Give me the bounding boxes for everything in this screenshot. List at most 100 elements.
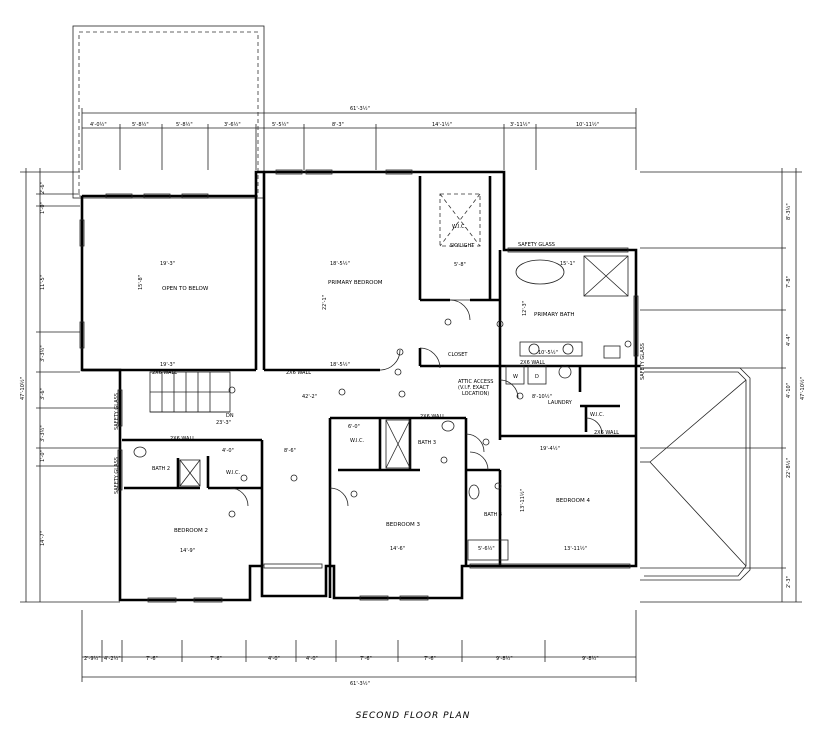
- label-wic-b2: W.I.C.: [226, 470, 241, 476]
- dim-b4-top: 19'-4½": [540, 445, 560, 452]
- dim-bottom-10: 9'-8½": [582, 655, 599, 662]
- dim-bottom-7: 7'-6": [360, 656, 372, 662]
- dim-bottom-6: 4'-0": [306, 656, 318, 662]
- label-wic-primary: W.I.C.: [452, 224, 467, 230]
- dim-top-9: 10'-11½": [576, 121, 599, 128]
- dim-bottom-5: 4'-0": [268, 656, 280, 662]
- dim-stair: 23'-3": [216, 420, 231, 426]
- dim-otb-width: 19'-3": [160, 261, 175, 267]
- label-wall-note-5: 2X6 WALL: [170, 436, 195, 442]
- dim-top-5: 5'-5½": [272, 121, 289, 128]
- exterior-walls: [80, 170, 638, 602]
- dim-right-2: 7'-8": [786, 276, 792, 288]
- dim-pb-width: 18'-5½": [330, 260, 350, 267]
- dim-bottom-3: 7'-6": [146, 656, 158, 662]
- doors: [229, 299, 603, 507]
- label-wic-b3: W.I.C.: [350, 438, 365, 444]
- label-bath-2: BATH 2: [152, 466, 170, 472]
- dim-right-4: 4'-10": [786, 383, 792, 398]
- label-bedroom-4: BEDROOM 4: [556, 498, 590, 504]
- dim-b2wic: 4'-0": [222, 448, 234, 454]
- label-wall-note-1: 2X6 WALL: [152, 370, 177, 376]
- front-canopy: [72, 25, 265, 199]
- dim-b4-small: 5'-6½": [478, 545, 495, 552]
- dimension-lines: [20, 108, 802, 682]
- dim-ch: 8'-6": [284, 448, 296, 454]
- label-wall-note-4: 2X6 WALL: [520, 360, 545, 366]
- label-down: DN: [226, 413, 234, 419]
- dim-right-6: 2'-3": [786, 576, 792, 588]
- plan-title: SECOND FLOOR PLAN: [355, 711, 471, 721]
- label-primary-bath: PRIMARY BATH: [534, 312, 574, 318]
- staircase: [149, 371, 231, 413]
- dim-top-2: 5'-8½": [132, 121, 149, 128]
- dim-top-6: 8'-3": [332, 122, 344, 128]
- dim-bottom-2: 4'-2½": [104, 655, 121, 662]
- dim-top-4: 3'-6½": [224, 121, 241, 128]
- dim-closet: 10'-5½": [538, 349, 558, 356]
- label-wall-note-6: 2X6 WALL: [594, 430, 619, 436]
- label-safety-glass-right: SAFETY GLASS: [640, 343, 646, 380]
- dim-left-1: 2'-6": [40, 182, 46, 194]
- label-open-to-below: OPEN TO BELOW: [162, 286, 209, 292]
- label-wic-laundry: W.I.C.: [590, 412, 605, 418]
- label-bath-4: BATH 4: [484, 512, 502, 518]
- dim-overall-top: 61'-3½": [350, 105, 370, 112]
- dim-b3wic: 6'-0": [348, 424, 360, 430]
- dim-top-3: 5'-8½": [176, 121, 193, 128]
- dim-left-3: 11'-5": [40, 275, 46, 290]
- interior-walls: [122, 172, 640, 598]
- dim-bottom-8: 7'-6": [424, 656, 436, 662]
- dim-bottom-1: 2'-9½": [84, 655, 101, 662]
- label-wall-note-2: 2X6 WALL: [286, 370, 311, 376]
- dim-b4-height: 13'-11½": [519, 489, 526, 512]
- label-dryer: D: [535, 374, 539, 380]
- dim-left-7: 1'-0": [40, 450, 46, 462]
- label-wall-note-3: 2X6 WALL: [420, 414, 445, 420]
- windows: [79, 169, 639, 603]
- dim-overall-left: 47'-10½": [19, 377, 26, 400]
- dim-otb-width-2: 19'-3": [160, 362, 175, 368]
- dim-pb-height: 22'-1": [322, 295, 328, 310]
- dim-left-6: 3'-3½": [39, 425, 46, 442]
- label-bedroom-2: BEDROOM 2: [174, 528, 208, 534]
- dim-left-4: 3'-3½": [39, 345, 46, 362]
- label-attic-note2: LOCATION): [462, 391, 489, 397]
- dim-b2-width: 14'-9": [180, 548, 195, 554]
- dim-left-2: 1'-0": [40, 202, 46, 214]
- label-safety-glass-top: SAFETY GLASS: [518, 242, 555, 248]
- dim-overall-bottom: 61'-3½": [350, 680, 370, 687]
- dim-right-3: 4'-4": [786, 334, 792, 346]
- dim-bottom-9: 9'-8½": [496, 655, 513, 662]
- label-primary-bedroom: PRIMARY BEDROOM: [328, 280, 383, 286]
- dim-overall-right: 47'-10½": [799, 377, 806, 400]
- label-closet: CLOSET: [448, 352, 468, 358]
- fixtures: [133, 193, 629, 561]
- dim-bath-height: 12'-3": [522, 301, 528, 316]
- dim-top-1: 4'-0½": [90, 121, 107, 128]
- roof-outline: [640, 367, 751, 581]
- dim-right-1: 8'-3½": [785, 203, 792, 220]
- dim-right-5: 22'-8½": [785, 458, 792, 478]
- dim-left-5: 3'-6": [40, 388, 46, 400]
- dim-bath-width: 15'-1": [560, 261, 575, 267]
- electrical-markers: [228, 318, 632, 518]
- label-attic-access: ATTIC ACCESS: [458, 379, 493, 385]
- label-attic-note: (V.I.F. EXACT: [458, 385, 490, 391]
- dim-b4-width: 13'-11½": [564, 545, 587, 552]
- dim-pb-width-2: 18'-5½": [330, 361, 350, 368]
- label-laundry: LAUNDRY: [548, 400, 573, 406]
- label-safety-glass-left2: SAFETY GLASS: [114, 457, 120, 494]
- dim-top-7: 14'-1½": [432, 121, 452, 128]
- label-bedroom-3: BEDROOM 3: [386, 522, 420, 528]
- dim-top-8: 3'-11½": [510, 121, 530, 128]
- dim-otb-height: 15'-8": [138, 275, 144, 290]
- label-safety-glass-left1: SAFETY GLASS: [114, 393, 120, 430]
- label-washer: W: [513, 374, 518, 380]
- dim-left-8: 14'-7": [40, 531, 46, 546]
- dim-laundry: 8'-10½": [532, 393, 552, 400]
- dim-hall: 42'-2": [302, 394, 317, 400]
- label-bath-3: BATH 3: [418, 440, 436, 446]
- dim-b3-width: 14'-6": [390, 546, 405, 552]
